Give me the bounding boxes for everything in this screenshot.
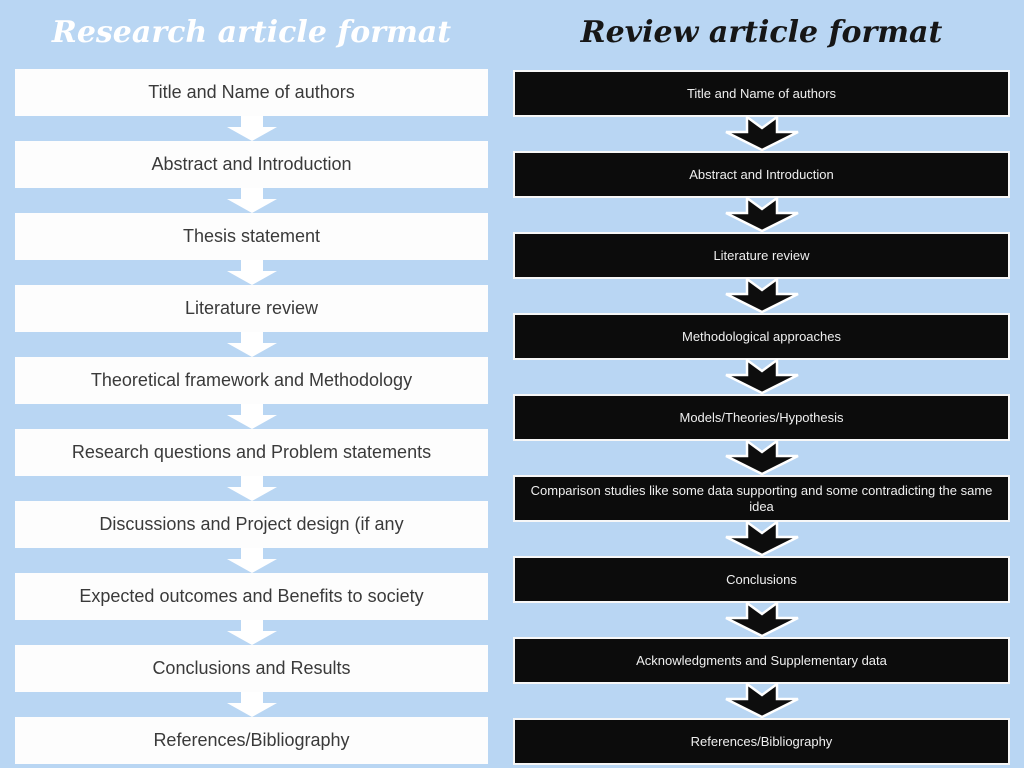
flow-step-label: Conclusions [726,571,797,587]
chevron-down-arrow-icon [513,197,1010,233]
left-column-title: Research article format [51,14,452,50]
flow-step-label: Thesis statement [182,226,321,246]
down-arrow-icon [15,188,488,213]
flow-step-label: References/Bibliography [153,730,350,750]
flow-step-label: Title and Name of authors [148,82,355,102]
chevron-down-arrow-icon [513,440,1010,476]
right-column-title: Review article format [580,14,943,50]
flow-step-box: Abstract and Introduction [513,151,1010,198]
flow-step-label: Literature review [184,298,319,318]
flow-step-box: Conclusions and Results [15,645,488,692]
review-format-flowchart: Title and Name of authors Abstract and I… [513,70,1010,765]
flow-step-box: Literature review [15,285,488,332]
flow-step-box: Theoretical framework and Methodology [15,357,488,404]
flow-step-box: References/Bibliography [513,718,1010,765]
flow-step-label: Conclusions and Results [152,658,351,678]
flow-step-box: Title and Name of authors [513,70,1010,117]
flow-step-label: Methodological approaches [682,328,841,344]
flow-step-box: Conclusions [513,556,1010,603]
flow-step-label: Abstract and Introduction [151,154,352,174]
flow-step-box: Thesis statement [15,213,488,260]
chevron-down-arrow-icon [513,278,1010,314]
chevron-down-arrow-icon [513,359,1010,395]
flow-step-label: Theoretical framework and Methodology [90,370,413,390]
chevron-down-arrow-icon [513,521,1010,557]
flow-step-label: References/Bibliography [690,733,833,749]
flow-step-box: Literature review [513,232,1010,279]
flow-step-box: Discussions and Project design (if any [15,501,488,548]
down-arrow-icon [15,332,488,357]
research-format-flowchart: Title and Name of authors Abstract and I… [15,69,488,764]
down-arrow-icon [15,260,488,285]
flow-step-label: Literature review [713,247,810,263]
down-arrow-icon [15,404,488,429]
flow-step-box: Methodological approaches [513,313,1010,360]
flow-step-box: Research questions and Problem statement… [15,429,488,476]
down-arrow-icon [15,692,488,717]
flow-step-label: Models/Theories/Hypothesis [679,409,844,425]
flow-step-label: Abstract and Introduction [689,166,834,182]
flow-step-box: Abstract and Introduction [15,141,488,188]
chevron-down-arrow-icon [513,116,1010,152]
flow-step-label: Comparison studies like some data suppor… [530,482,993,514]
down-arrow-icon [15,476,488,501]
chevron-down-arrow-icon [513,683,1010,719]
flow-step-label: Research questions and Problem statement… [71,442,432,462]
flow-step-label: Acknowledgments and Supplementary data [636,652,887,668]
flow-step-box: Acknowledgments and Supplementary data [513,637,1010,684]
flow-step-box: Models/Theories/Hypothesis [513,394,1010,441]
flow-step-box: Title and Name of authors [15,69,488,116]
flow-step-box: Expected outcomes and Benefits to societ… [15,573,488,620]
down-arrow-icon [15,116,488,141]
flow-step-box: Comparison studies like some data suppor… [513,475,1010,522]
chevron-down-arrow-icon [513,602,1010,638]
flow-step-label: Expected outcomes and Benefits to societ… [79,586,424,606]
down-arrow-icon [15,548,488,573]
flow-step-box: References/Bibliography [15,717,488,764]
flow-step-label: Title and Name of authors [686,85,837,101]
flow-step-label: Discussions and Project design (if any [99,514,404,534]
down-arrow-icon [15,620,488,645]
